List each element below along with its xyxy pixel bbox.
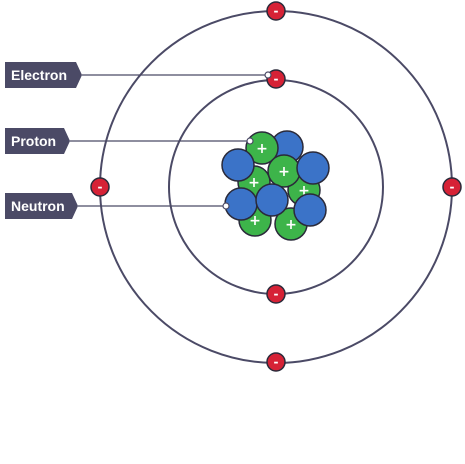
svg-text:+: + [256,141,268,157]
svg-text:+: + [285,217,297,233]
proton: + [245,131,279,165]
electron-leader-dot [264,71,272,79]
neutron [296,151,330,185]
svg-text:+: + [298,183,310,199]
svg-text:+: + [248,175,260,191]
neutron-label-tag: Neutron [5,193,78,219]
svg-text:-: - [450,180,455,194]
svg-text:-: - [274,287,279,301]
neutron-label: Neutron [11,198,65,214]
neutron-leader-dot [222,202,230,210]
proton: + [267,154,301,188]
proton-leader-dot [246,137,254,145]
proton-label: Proton [11,133,56,149]
svg-text:-: - [274,4,279,18]
neutron [224,187,258,221]
svg-text:-: - [274,72,279,86]
svg-text:+: + [249,213,261,229]
svg-text:-: - [98,180,103,194]
electron-label-tag: Electron [5,62,82,88]
electron-label: Electron [11,67,67,83]
neutron [255,183,289,217]
electron: - [90,177,110,197]
neutron [221,148,255,182]
electron: - [266,1,286,21]
svg-text:+: + [278,164,290,180]
proton-label-tag: Proton [5,128,70,154]
electron: - [442,177,462,197]
neutron [293,193,327,227]
electron: - [266,352,286,372]
svg-text:-: - [274,355,279,369]
electron: - [266,284,286,304]
nucleus: + + + + + + [221,130,330,241]
